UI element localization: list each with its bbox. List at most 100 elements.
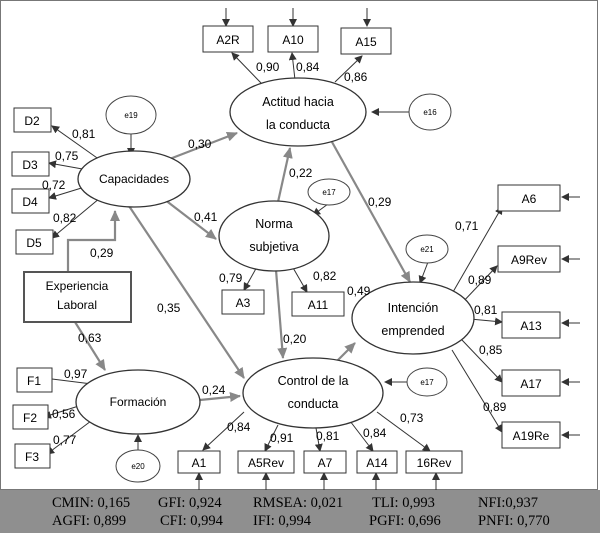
indicator-a17 (501, 369, 561, 397)
experiencia-laboral-box (23, 271, 132, 323)
error-e21 (405, 234, 449, 264)
indicator-f1-label: F1 (27, 374, 41, 388)
indicator-a2r-label: A2R (216, 33, 240, 47)
coef-exp-cap: 0,29 (90, 246, 114, 260)
indicator-d2-label: D2 (24, 114, 40, 128)
fit-agfi: AGFI: 0,899 (52, 513, 127, 529)
fit-cfi: CFI: 0,994 (160, 513, 223, 529)
error-e16 (408, 93, 452, 131)
indicator-a1 (177, 450, 221, 474)
coef-f1: 0,97 (64, 367, 88, 381)
indicator-a2r (202, 25, 254, 53)
coef-cap-norma: 0,41 (194, 210, 218, 224)
coef-a3: 0,79 (219, 271, 243, 285)
indicator-a9rev (497, 245, 561, 273)
indicator-d4-label: D4 (22, 195, 38, 209)
indicator-a9rev-label: A9Rev (511, 253, 547, 267)
indicator-d2 (13, 107, 52, 133)
experiencia-line2: Laboral (57, 298, 97, 312)
actitud-line1: Actitud hacia (262, 95, 334, 109)
error-e20 (115, 449, 161, 483)
indicator-a13 (501, 311, 561, 339)
coef-a15: 0,86 (344, 70, 368, 84)
indicator-d3 (11, 151, 50, 177)
coef-norma-actitud: 0,22 (289, 166, 313, 180)
coef-actitud-intencion: 0,29 (368, 195, 392, 209)
experiencia-line1: Experiencia (46, 279, 109, 293)
coef-norma-control: 0,20 (283, 332, 307, 346)
indicator-d5-label: D5 (26, 236, 42, 250)
indicator-a15-label: A15 (355, 35, 377, 49)
fit-rmsea: RMSEA: 0,021 (253, 495, 344, 511)
coef-f3: 0,77 (53, 433, 77, 447)
actitud-oval (229, 77, 367, 147)
coef-a13: 0,81 (474, 303, 498, 317)
fit-cmin: CMIN: 0,165 (52, 495, 131, 511)
indicator-f3 (14, 443, 51, 469)
capacidades-label: Capacidades (99, 172, 169, 186)
indicator-a6 (497, 184, 561, 212)
indicator-a7-label: A7 (318, 456, 333, 470)
control-oval (242, 357, 384, 429)
error-e21-label: e21 (420, 245, 434, 254)
indicator-a14 (356, 450, 398, 474)
indicator-a5rev (237, 450, 295, 474)
coef-a7: 0,81 (316, 429, 340, 443)
indicator-a19re (501, 421, 561, 449)
coef-a17: 0,85 (479, 343, 503, 357)
coef-d4: 0,72 (42, 178, 66, 192)
coef-cap-control: 0,35 (157, 301, 181, 315)
indicator-a5rev-label: A5Rev (248, 456, 284, 470)
coef-exp-form: 0,63 (78, 331, 102, 345)
intencion-line1: Intención (388, 301, 439, 315)
control-line2: conducta (288, 397, 339, 411)
coef-a19: 0,89 (483, 400, 507, 414)
indicator-a3 (221, 289, 265, 315)
error-e19 (105, 95, 157, 135)
formacion-oval (75, 369, 201, 435)
error-e17-norma (307, 178, 351, 206)
indicator-a11 (291, 291, 345, 317)
indicator-a7 (303, 450, 347, 474)
coef-a5: 0,91 (270, 431, 294, 445)
indicator-16rev (405, 450, 463, 474)
coef-a6: 0,71 (455, 219, 479, 233)
fit-pnfi: PNFI: 0,770 (478, 513, 550, 529)
coef-form-control: 0,24 (202, 383, 226, 397)
coef-control-intencion: 0,49 (347, 284, 371, 298)
indicator-f2-label: F2 (23, 411, 37, 425)
indicator-16rev-label: 16Rev (417, 456, 452, 470)
indicator-a14-label: A14 (366, 456, 388, 470)
coef-d3: 0,75 (55, 149, 79, 163)
intencion-oval (351, 281, 475, 355)
coef-a11: 0,82 (313, 269, 337, 283)
indicator-d3-label: D3 (22, 158, 38, 172)
coef-16rev: 0,73 (400, 411, 424, 425)
indicator-a13-label: A13 (520, 319, 542, 333)
error-e19-label: e19 (124, 111, 138, 120)
norma-line1: Norma (255, 217, 293, 231)
indicator-a10 (267, 25, 319, 53)
error-e17-norma-label: e17 (322, 188, 336, 197)
fit-nfi: NFI:0,937 (478, 495, 539, 511)
diagram-frame (0, 0, 598, 490)
indicator-f2 (12, 404, 49, 430)
fit-indices-bar: CMIN: 0,165 GFI: 0,924 RMSEA: 0,021 TLI:… (0, 490, 600, 533)
norma-oval (218, 200, 330, 272)
indicator-a3-label: A3 (236, 296, 251, 310)
norma-line2: subjetiva (249, 240, 298, 254)
indicator-a15 (340, 27, 392, 55)
fit-gfi: GFI: 0,924 (158, 495, 222, 511)
coef-d5: 0,82 (53, 211, 77, 225)
error-e16-label: e16 (423, 108, 437, 117)
fit-pgfi: PGFI: 0,696 (369, 513, 441, 529)
indicator-a11-label: A11 (308, 298, 329, 312)
coef-a10: 0,84 (296, 60, 320, 74)
indicator-a10-label: A10 (282, 33, 304, 47)
fit-ifi: IFI: 0,994 (253, 513, 311, 529)
capacidades-oval (77, 150, 191, 208)
coef-cap-actitud: 0,30 (188, 137, 212, 151)
error-e20-label: e20 (131, 462, 145, 471)
indicator-d4 (11, 188, 50, 214)
fit-tli: TLI: 0,993 (372, 495, 435, 511)
